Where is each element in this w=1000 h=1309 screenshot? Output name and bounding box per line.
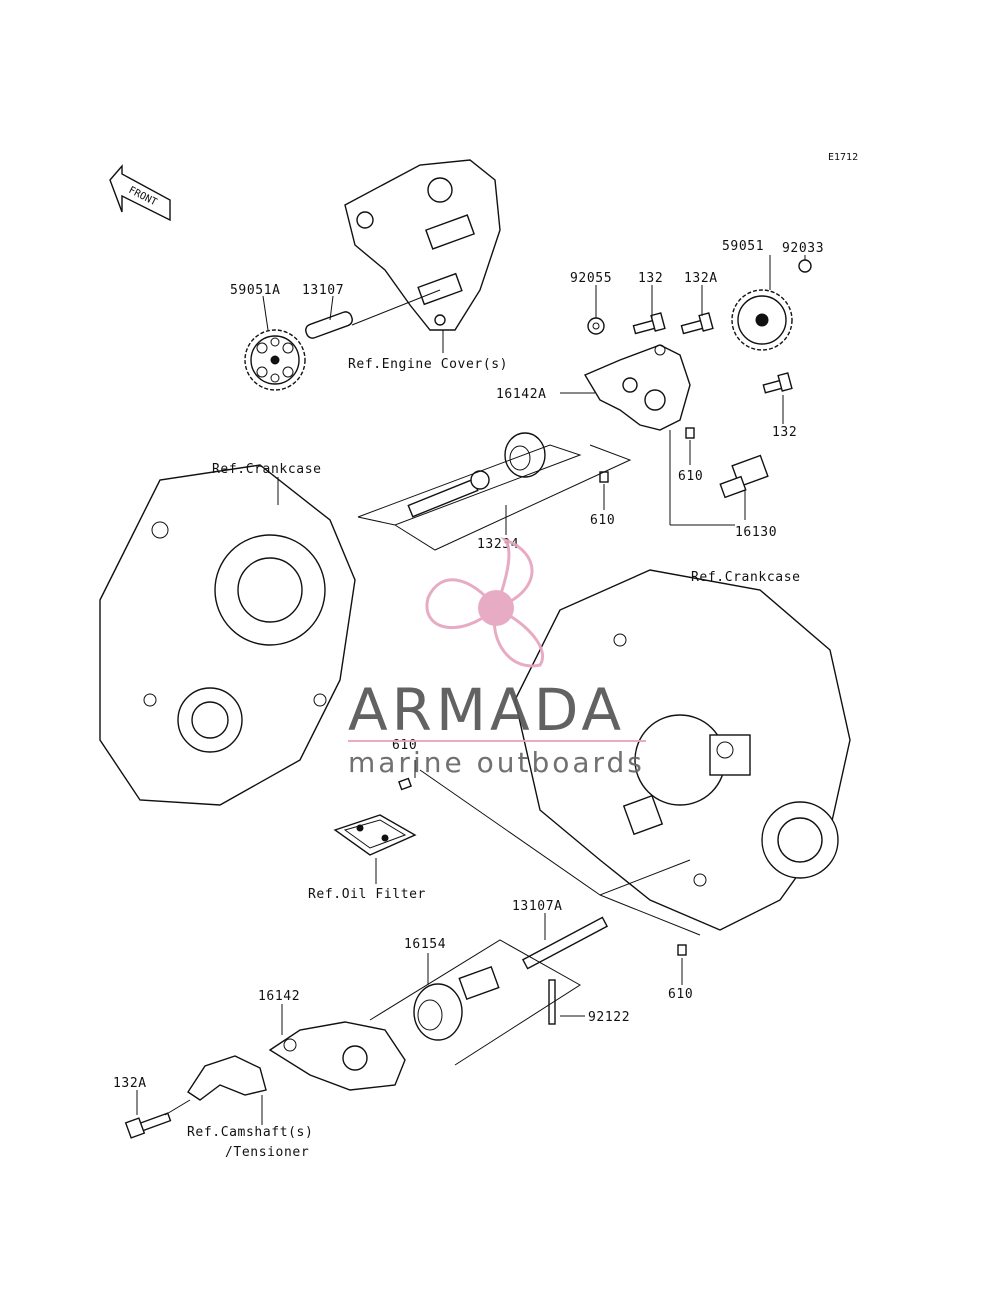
label-ref-camshaft: Ref.Camshaft(s) (187, 1125, 313, 1140)
shaft-13107A-icon (521, 916, 609, 970)
label-132-right: 132 (772, 425, 797, 440)
bolt-132A-top-icon (680, 312, 714, 335)
watermark-tagline: marine outboards (348, 746, 645, 779)
label-59051: 59051 (722, 239, 764, 254)
label-16154: 16154 (404, 937, 446, 952)
crankcase-left-drawing (99, 464, 356, 806)
watermark-logo: ARMADA marine outboards (348, 536, 646, 779)
front-arrow-icon: FRONT (109, 164, 171, 222)
label-ref-crankcase-right: Ref.Crankcase (691, 570, 801, 585)
dowel-pin-610-a-icon (685, 427, 695, 439)
label-610-a: 610 (678, 469, 703, 484)
label-59051A: 59051A (230, 283, 281, 298)
label-ref-tensioner: /Tensioner (225, 1145, 309, 1160)
dowel-pin-610-d-icon (677, 944, 687, 956)
label-92122: 92122 (588, 1010, 630, 1025)
label-ref-engine-cover: Ref.Engine Cover(s) (348, 357, 508, 372)
shaft-13107-icon (305, 311, 353, 339)
bolt-132-top-icon (632, 312, 666, 335)
label-13107: 13107 (302, 283, 344, 298)
dowel-pin-610-c-icon (398, 777, 412, 791)
label-16142: 16142 (258, 989, 300, 1004)
circlip-92033-icon (798, 259, 812, 273)
engine-cover-drawing (344, 159, 501, 331)
watermark-brand: ARMADA (348, 676, 625, 744)
sprocket-59051-icon (731, 289, 793, 351)
diagram-code: E1712 (828, 152, 858, 163)
leader-lines (136, 255, 806, 1125)
label-16142A: 16142A (496, 387, 547, 402)
label-610-b: 610 (590, 513, 615, 528)
label-132-top: 132 (638, 271, 663, 286)
rotor-16154-icon (413, 965, 500, 1041)
bolt-132-right-icon (762, 372, 793, 394)
oil-filter-icon (333, 814, 417, 856)
label-16130: 16130 (735, 525, 777, 540)
label-13107A: 13107A (512, 899, 563, 914)
oil-pump-body-16142A-icon (583, 344, 691, 431)
label-132A-bottom: 132A (113, 1076, 147, 1091)
label-92033: 92033 (782, 241, 824, 256)
crankcase-right-drawing (514, 569, 851, 931)
washer-92055-icon (587, 317, 605, 335)
oil-pump-body-16142-icon (268, 1021, 406, 1091)
label-ref-oil-filter: Ref.Oil Filter (308, 887, 426, 902)
camshaft-tensioner-bracket-drawing (187, 1055, 267, 1101)
bolt-132A-bottom-icon (124, 1112, 172, 1139)
sprocket-59051A-icon (244, 329, 306, 391)
label-610-d: 610 (668, 987, 693, 1002)
label-132A-top: 132A (684, 271, 718, 286)
relief-valve-16130-icon (719, 454, 769, 499)
label-92055: 92055 (570, 271, 612, 286)
pin-92122-icon (548, 979, 556, 1025)
label-ref-crankcase-left: Ref.Crankcase (212, 462, 322, 477)
rotor-13234-icon (407, 432, 546, 518)
propeller-icon (425, 536, 545, 668)
